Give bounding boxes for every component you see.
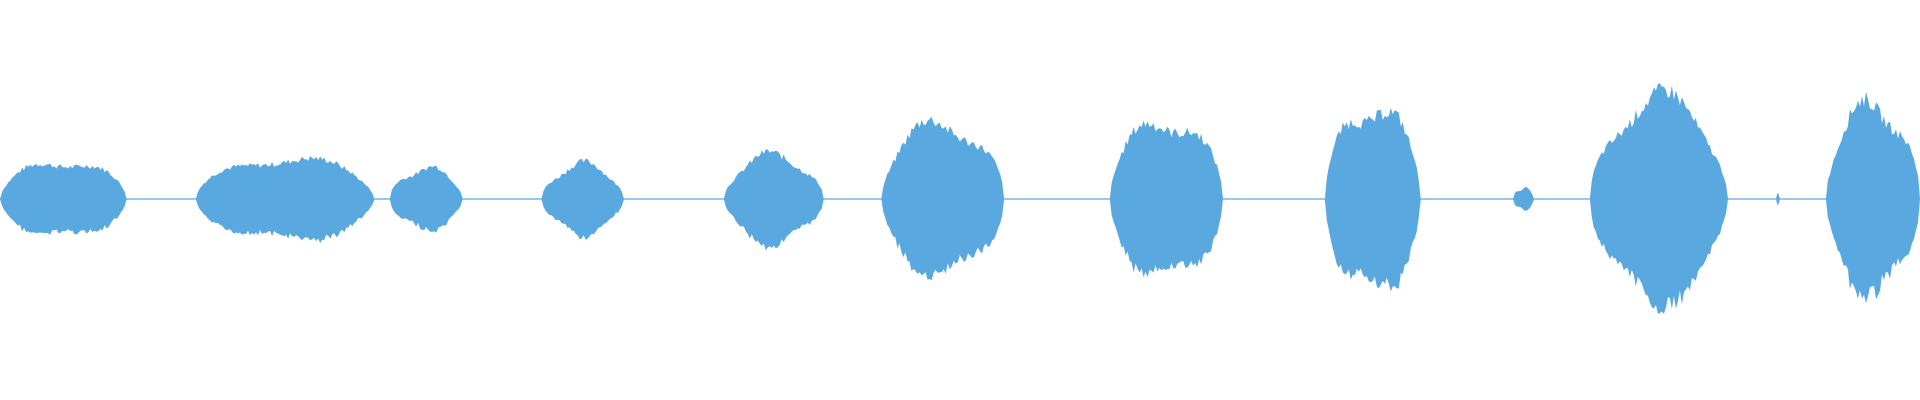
waveform-segment xyxy=(389,165,463,233)
waveform-segment xyxy=(1825,91,1920,304)
waveform-segment xyxy=(1109,120,1223,278)
waveform-segment xyxy=(195,156,375,244)
waveform-segments xyxy=(0,83,1920,314)
waveform-segment xyxy=(1513,186,1535,211)
waveform-segment xyxy=(0,163,127,235)
waveform-segment xyxy=(1324,107,1421,292)
waveform-segment xyxy=(1776,192,1780,206)
waveform-segment xyxy=(1589,83,1728,314)
waveform-segment xyxy=(723,149,824,251)
waveform-segment xyxy=(881,116,1005,281)
waveform-segment xyxy=(541,158,624,240)
